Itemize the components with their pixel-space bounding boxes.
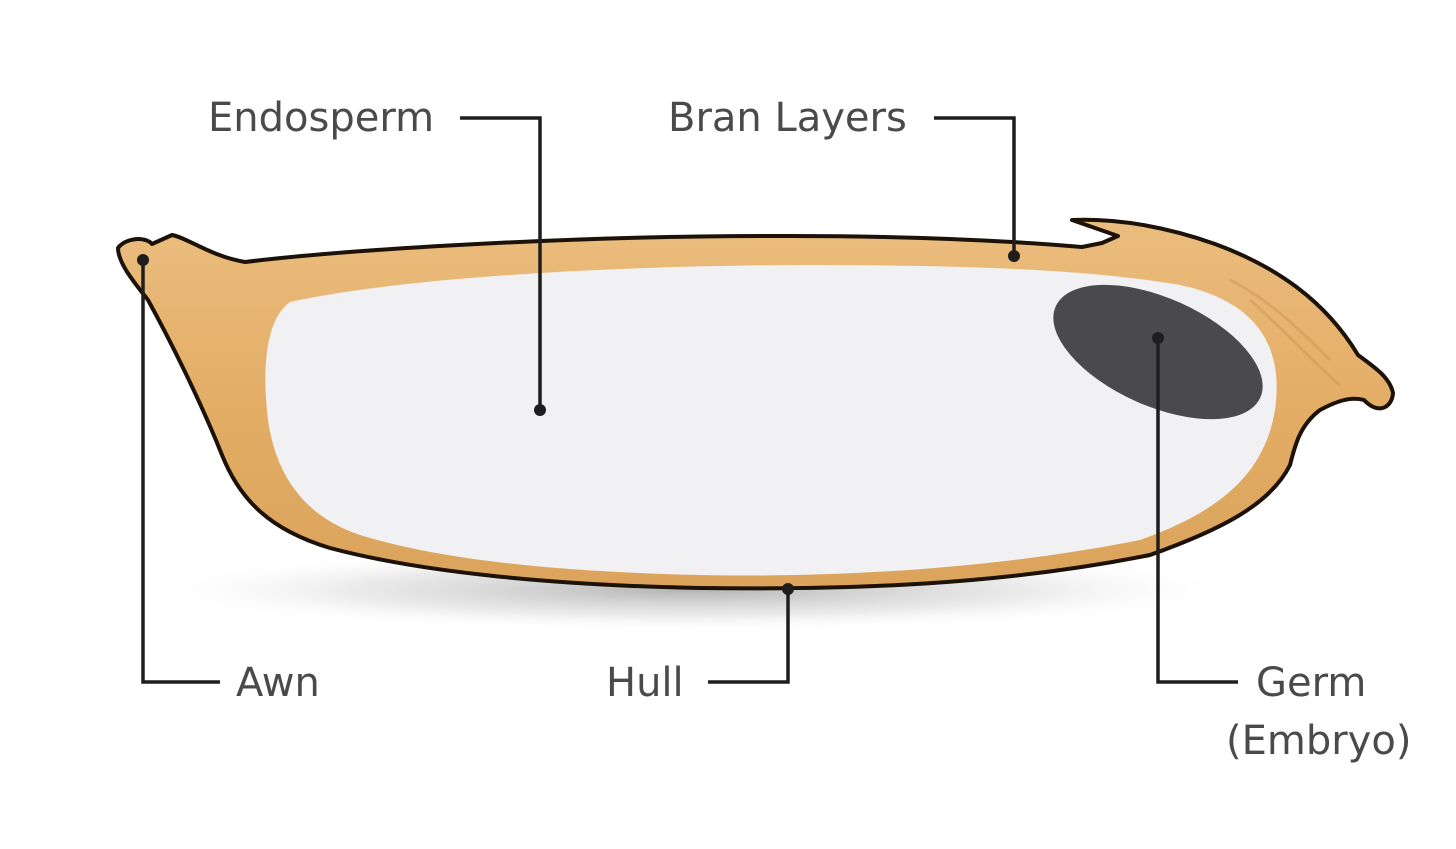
germ-label: Germ [1256,660,1366,706]
endosperm-dot [534,404,546,416]
awn-label: Awn [236,660,320,706]
awn-dot [137,254,149,266]
hull-label: Hull [606,660,684,706]
bran-layers-dot [1008,250,1020,262]
bran-layers-leader [934,118,1014,254]
germ-dot [1152,332,1164,344]
bran-layers-label: Bran Layers [668,95,907,141]
endosperm-label: Endosperm [208,95,434,141]
embryo-label: (Embryo) [1226,718,1411,764]
hull-dot [782,583,794,595]
